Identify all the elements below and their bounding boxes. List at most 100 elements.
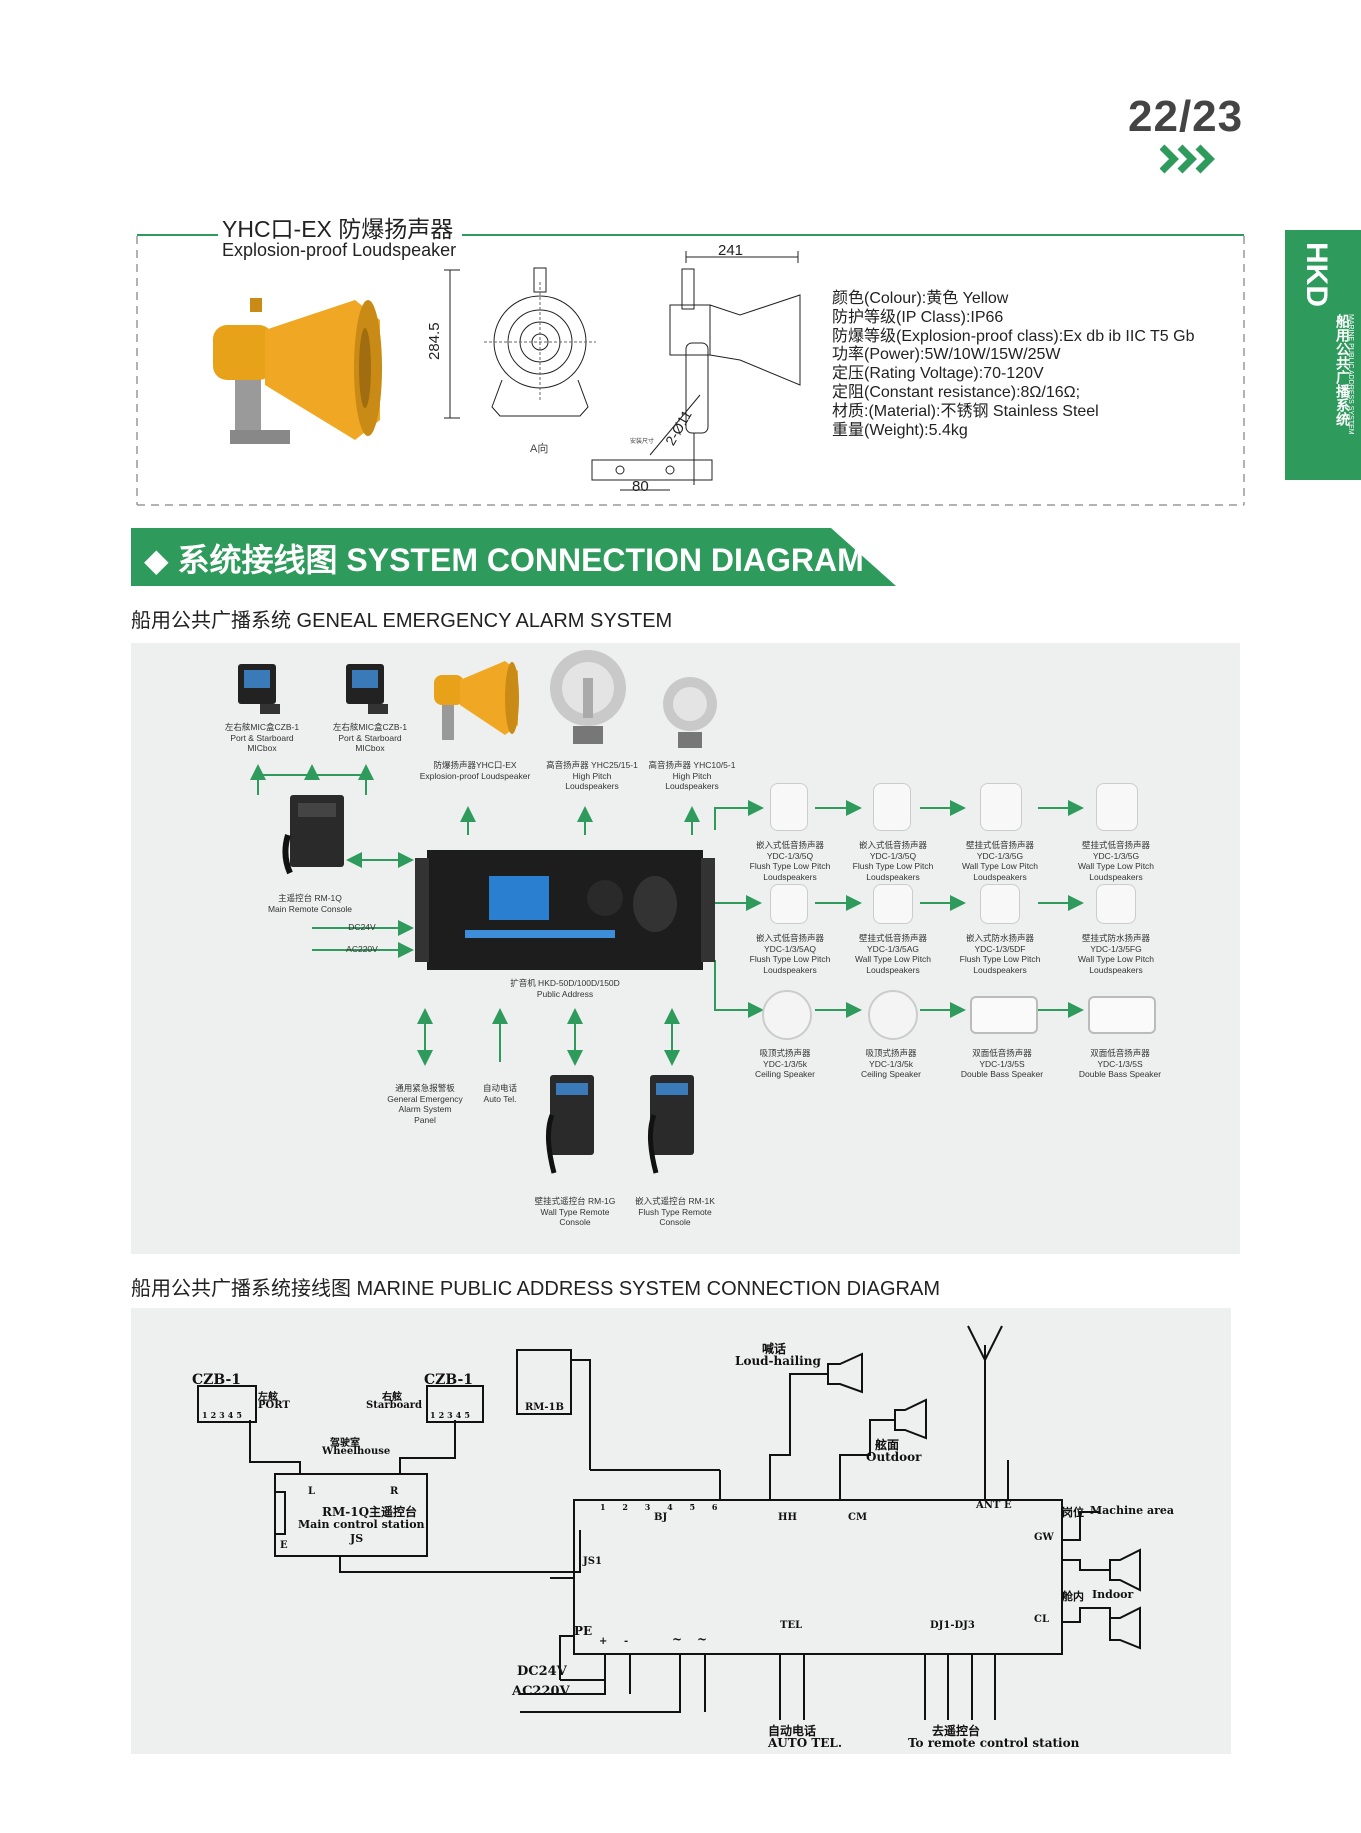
outdoor-cn-label: 舷面 <box>875 1438 900 1452</box>
side-tab: HKD 船用公共广播系统 MARINE PUBLIC ADDRESS SYSTE… <box>1285 230 1361 480</box>
dc24v-label: DC24V <box>348 922 376 932</box>
caption-cn: 自动电话 <box>482 1083 517 1093</box>
caption-cn: 防爆扬声器YHC口-EX <box>433 760 517 770</box>
caption-en: Wall Type Remote <box>540 1206 610 1217</box>
mic-box-port-caption: 左右舷MIC盒CZB-1 Port & Starboard MICbox <box>212 722 312 754</box>
caption-model: YDC-1/3/5FG <box>1090 943 1142 954</box>
spec-item: 定压(Rating Voltage):70-120V <box>832 365 1044 383</box>
caption-en: Loudspeakers <box>763 871 817 882</box>
caption-en: MICbox <box>247 743 277 753</box>
system-diagram-arrows <box>250 764 1084 1066</box>
czb-right-pins: 12345 <box>430 1410 473 1420</box>
high-pitch-horn-small-icon <box>663 677 717 748</box>
caption-model: YDC-1/3/5AG <box>867 943 919 954</box>
caption-en: Loudspeakers <box>866 964 920 975</box>
caption-model: YDC-1/3/5Q <box>766 850 814 861</box>
section1-title: 船用公共广播系统 GENEAL EMERGENCY ALARM SYSTEM <box>131 610 673 632</box>
spec-item: 功率(Power):5W/10W/15W/25W <box>832 346 1061 364</box>
auto-tel-en-label: AUTO TEL. <box>768 1736 843 1750</box>
caption-en: Port & Starboard <box>230 732 294 743</box>
explosion-proof-speaker-icon <box>434 661 519 740</box>
dc24v-wire-label: DC24V <box>517 1664 567 1679</box>
high-pitch-25-caption: 高音扬声器 YHC25/15-1 High Pitch Loudspeakers <box>538 760 646 792</box>
side-tab-title-cn: 船用公共广播系统 <box>1335 314 1351 426</box>
pin-number: 4 <box>455 1410 465 1420</box>
caption-en: High Pitch <box>672 770 712 781</box>
dj-label: DJ1-DJ3 <box>930 1620 975 1631</box>
front-view-drawing <box>444 267 596 419</box>
caption-cn: 主遥控台 RM-1Q <box>278 893 342 903</box>
amplifier-caption: 扩音机 HKD-50D/100D/150D Public Address <box>495 978 635 999</box>
high-pitch-10-caption: 高音扬声器 YHC10/5-1 High Pitch Loudspeakers <box>638 760 746 792</box>
caption-en: Public Address <box>536 988 594 999</box>
caption-cn: 双面低音扬声器 <box>1090 1048 1150 1058</box>
caption-cn: 高音扬声器 YHC10/5-1 <box>648 760 736 770</box>
spec-item: 防护等级(IP Class):IP66 <box>832 308 1004 326</box>
spec-item: 颜色(Colour):黄色 Yellow <box>832 290 1009 307</box>
pin-number: 1 <box>202 1410 211 1420</box>
product-frame <box>136 234 1245 506</box>
remote-station-en-label: To remote control station <box>908 1736 1080 1750</box>
caption-en: Double Bass Speaker <box>960 1069 1044 1079</box>
js1-label: JS1 <box>583 1556 602 1567</box>
double-bass-speaker-icon <box>970 996 1038 1034</box>
side-view-drawing <box>591 251 801 491</box>
caption-cn: 吸顶式扬声器 <box>759 1048 811 1058</box>
spec-item: 材质:(Material):不锈钢 Stainless Steel <box>832 402 1099 420</box>
caption-en: Auto Tel. <box>483 1093 517 1104</box>
caption-en: Wall Type Low Pitch <box>1077 954 1155 964</box>
ant-label: ANT <box>976 1500 1001 1511</box>
waterproof-speaker-icon <box>980 884 1020 924</box>
caption-en: Flush Type Remote <box>638 1206 712 1217</box>
spec-item: 定阻(Constant resistance):8Ω/16Ω; <box>832 383 1081 401</box>
caption-model: YDC-1/3/5S <box>979 1058 1025 1069</box>
side-tab-title-en: MARINE PUBLIC ADDRESS SYSTEM <box>1347 314 1354 435</box>
tilde-terminal-label: ~ <box>672 1632 683 1646</box>
caption-en: Explosion-proof Loudspeaker <box>419 770 531 781</box>
cm-label: CM <box>848 1512 868 1523</box>
caption-model: YDC-1/3/5Q <box>869 850 917 861</box>
caption-en: Flush Type Low Pitch <box>959 954 1041 964</box>
czb-right-label: CZB-1 <box>424 1372 474 1388</box>
l-label: L <box>308 1486 316 1497</box>
caption-en: High Pitch <box>572 770 612 781</box>
flush-remote-console-caption: 嵌入式遥控台 RM-1K Flush Type Remote Console <box>620 1196 730 1228</box>
caption-cn: 高音扬声器 YHC25/15-1 <box>546 760 638 770</box>
pin-number: 2 <box>210 1410 220 1420</box>
cl-label: CL <box>1034 1614 1049 1625</box>
port-cn-label: 左舷 <box>258 1392 278 1403</box>
caption-en: Loudspeakers <box>1089 871 1143 882</box>
pe-label: PE <box>574 1624 593 1638</box>
caption-cn: 壁挂式低音扬声器 <box>965 840 1034 850</box>
caption-en: Alarm System <box>398 1104 452 1114</box>
caption-en: Flush Type Low Pitch <box>749 954 831 964</box>
wall-speaker-icon <box>1096 783 1138 831</box>
section-banner-text: ◆ 系统接线图 SYSTEM CONNECTION DIAGRAM <box>144 542 864 578</box>
caption-cn: 壁挂式遥控台 RM-1G <box>534 1196 616 1206</box>
caption-en: Loudspeakers <box>866 871 920 882</box>
pin-number: 6 <box>711 1502 718 1512</box>
wall-speaker-icon <box>873 884 913 924</box>
section-banner-bg <box>131 528 896 586</box>
indoor-en-label: Indoor <box>1092 1588 1134 1601</box>
view-a-label: A向 <box>530 443 549 455</box>
caption-cn: 嵌入式遥控台 RM-1K <box>635 1196 715 1206</box>
loud-hailing-en-label: Loud-hailing <box>735 1354 821 1368</box>
caption-en: Panel <box>414 1114 436 1125</box>
caption-cn: 壁挂式低音扬声器 <box>1081 840 1150 850</box>
caption-model: YDC-1/3/5DF <box>974 943 1026 954</box>
chevrons-icon <box>1160 144 1215 174</box>
caption-en: Ceiling Speaker <box>754 1069 815 1079</box>
explosion-proof-speaker-caption: 防爆扬声器YHC口-EX Explosion-proof Loudspeaker <box>405 760 545 781</box>
auto-tel-caption: 自动电话 Auto Tel. <box>470 1083 530 1104</box>
minus-terminal-label: - <box>624 1636 629 1647</box>
pin-number: 2 <box>438 1410 448 1420</box>
